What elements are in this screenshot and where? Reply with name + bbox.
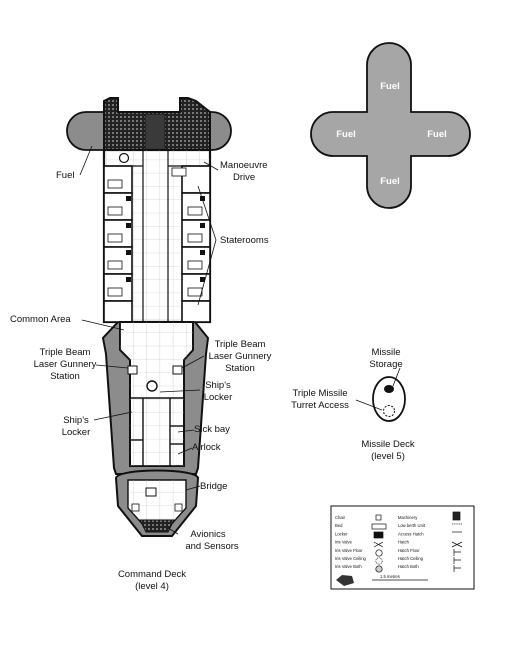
staterooms-left	[103, 165, 133, 323]
central-corridor	[104, 150, 210, 322]
label-bridge: Bridge	[200, 481, 227, 492]
staterooms-right	[181, 165, 211, 323]
lower-rooms	[130, 397, 184, 466]
fuel-label-right: Fuel	[427, 129, 447, 140]
leader-lines	[79, 145, 219, 535]
legend-item-chair: Chair	[335, 515, 346, 520]
label-missile-storage-2: Storage	[369, 359, 402, 370]
bunks	[107, 167, 203, 297]
legend-item-machinery: Machinery	[398, 515, 418, 520]
drive-inner-hatch	[144, 113, 166, 151]
iris-valve-top	[118, 152, 130, 164]
fuel-pod-right	[209, 111, 232, 151]
label-fuel: Fuel	[56, 170, 74, 181]
legend-item-locker: Locker	[335, 531, 348, 536]
bridge-chair-right	[174, 503, 183, 512]
fuel-label-bottom: Fuel	[380, 176, 400, 187]
label-common-area: Common Area	[10, 314, 71, 325]
legend-item-iris-valve-both: Iris Valve Both	[335, 564, 362, 569]
label-manoeuvre-2: Drive	[233, 172, 255, 183]
missile-storage-rack	[384, 385, 394, 393]
legend-corner-ship-icon	[336, 575, 354, 586]
legend-item-low-berth: Low berth Unit	[398, 523, 426, 528]
legend-symbols	[371, 511, 463, 581]
label-missile-turret-2: Turret Access	[291, 400, 349, 411]
label-missile-deck-1: Missile Deck	[361, 439, 415, 450]
label-staterooms: Staterooms	[220, 235, 269, 246]
label-laser-left-2: Laser Gunnery	[34, 359, 97, 370]
label-laser-left-3: Station	[50, 371, 80, 382]
bridge-chair-left	[131, 503, 140, 512]
missile-turret-access	[383, 405, 395, 417]
legend-item-iris-valve: Iris Valve	[335, 540, 353, 545]
lower-grid	[120, 322, 193, 466]
label-manoeuvre-1: Manoeuvre	[220, 160, 268, 171]
legend-item-iris-valve-ceiling: Iris Valve Ceiling	[335, 556, 367, 561]
label-sick-bay: Sick bay	[194, 424, 230, 435]
label-locker-right-2: Locker	[204, 392, 233, 403]
bridge-console	[145, 487, 157, 497]
label-missile-storage-1: Missile	[371, 347, 400, 358]
legend-scale: 1.5 metres	[380, 574, 400, 579]
legend-item-bed: Bed	[335, 523, 343, 528]
label-airlock: Airlock	[192, 442, 221, 453]
label-laser-right-3: Station	[225, 363, 255, 374]
command-deck: Fuel Manoeuvre Drive Staterooms Common A…	[10, 97, 272, 592]
legend-item-hatch-ceiling: Hatch Ceiling	[398, 556, 424, 561]
fuel-label-top: Fuel	[380, 81, 400, 92]
fuel-label-left: Fuel	[336, 129, 356, 140]
label-command-deck-1: Command Deck	[118, 569, 186, 580]
label-avionics-2: and Sensors	[185, 541, 239, 552]
bridge-grid	[128, 480, 186, 528]
label-laser-right-1: Triple Beam	[215, 339, 266, 350]
fuel-pod-left	[66, 111, 105, 151]
label-locker-right-1: Ship's	[205, 380, 231, 391]
legend-item-hatch: Hatch	[398, 540, 410, 545]
label-locker-left-2: Locker	[62, 427, 91, 438]
label-avionics-1: Avionics	[190, 529, 225, 540]
legend-item-access-hatch: Access Hatch	[398, 531, 424, 536]
legend-item-iris-valve-floor: Iris Valve Floor	[335, 548, 363, 553]
legend-item-hatch-both: Hatch Both	[398, 564, 419, 569]
laser-gunnery-stations	[127, 365, 183, 375]
label-missile-turret-1: Triple Missile	[292, 388, 347, 399]
avionics-block	[139, 519, 175, 533]
ship-locker-hatch	[146, 380, 158, 392]
legend-item-hatch-floor: Hatch Floor	[398, 548, 420, 553]
label-command-deck-2: (level 4)	[135, 581, 169, 592]
missile-deck: Missile Storage Triple Missile Turret Ac…	[291, 347, 415, 462]
label-laser-left-1: Triple Beam	[40, 347, 91, 358]
label-locker-left-1: Ship's	[63, 415, 89, 426]
label-laser-right-2: Laser Gunnery	[209, 351, 272, 362]
fuel-tank-cross: Fuel Fuel Fuel Fuel	[310, 42, 471, 209]
label-missile-deck-2: (level 5)	[371, 451, 405, 462]
